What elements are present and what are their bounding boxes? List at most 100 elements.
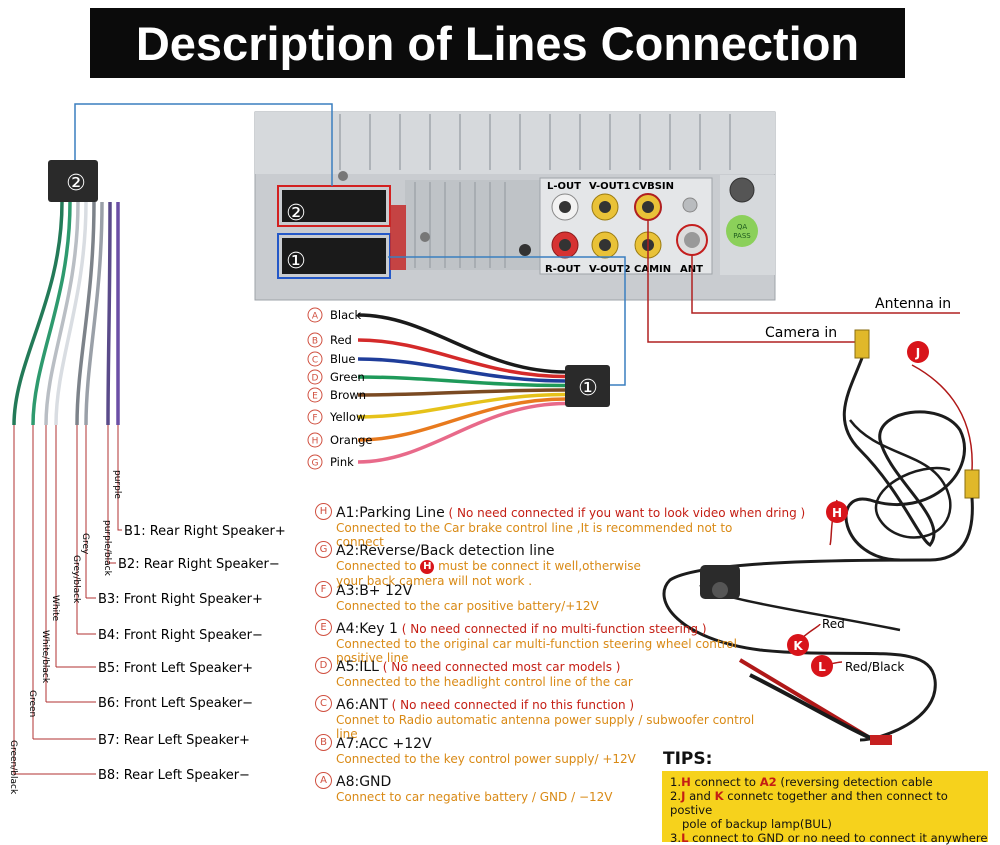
inline-marker-h: H xyxy=(420,559,435,574)
speaker-label: B6: Front Left Speaker− xyxy=(98,696,253,711)
pin-head: A3:B+ 12V xyxy=(336,583,413,599)
pin-note: ( No need connected if you want to look … xyxy=(444,506,806,520)
svg-text:B: B xyxy=(312,337,318,347)
redblack-label: Red/Black xyxy=(845,660,904,674)
legend-color-name: Green xyxy=(330,370,365,384)
speaker-label: B8: Rear Left Speaker− xyxy=(98,768,250,783)
pin-desc: Connected to the original car multi-func… xyxy=(336,637,737,665)
pin-desc: Connect to car negative battery / GND / … xyxy=(336,790,613,804)
port-label: CVBSIN xyxy=(632,181,674,192)
pin-desc: Connected to the Car brake control line … xyxy=(336,521,733,549)
pin-letter: A xyxy=(315,772,332,789)
marker-l: L xyxy=(811,655,833,677)
port-label: R-OUT xyxy=(545,264,580,275)
pin-desc: Connected to the car positive battery/+1… xyxy=(336,599,599,613)
pin-head: A6:ANT xyxy=(336,697,388,713)
svg-text:G: G xyxy=(312,459,319,469)
legend-letter: B xyxy=(307,332,323,348)
legend-color-name: Black xyxy=(330,308,361,322)
socket-2-label: ② xyxy=(286,201,306,226)
socket-1-label: ① xyxy=(286,249,306,274)
svg-text:A: A xyxy=(312,312,319,322)
harness-1-label: ① xyxy=(578,376,598,401)
speaker-label: B5: Front Left Speaker+ xyxy=(98,661,253,676)
harness-2-wire xyxy=(54,201,88,426)
wire-color-label: purple/black xyxy=(102,520,112,577)
speaker-label: B4: Front Right Speaker− xyxy=(98,628,263,643)
rca-vout1 xyxy=(591,193,619,221)
camera-cable xyxy=(662,329,980,745)
rca-vout2 xyxy=(591,231,619,259)
port-label: L-OUT xyxy=(547,181,581,192)
socket-2 xyxy=(282,190,386,222)
pin-head: A7:ACC +12V xyxy=(336,736,432,752)
pin-row: A5:ILL ( No need connected most car mode… xyxy=(336,656,633,689)
svg-text:J: J xyxy=(915,346,920,360)
legend-letter: E xyxy=(307,387,323,403)
pin-desc: Connet to Radio automatic antenna power … xyxy=(336,713,755,741)
svg-text:L: L xyxy=(818,660,826,674)
tip-2b: pole of backup lamp(BUL) xyxy=(682,817,832,831)
legend-color-name: Pink xyxy=(330,455,354,469)
pin-letter: F xyxy=(315,581,332,598)
rca-cvbsin xyxy=(634,193,662,221)
pin-head: A8:GND xyxy=(336,774,392,790)
pin-head: A1:Parking Line xyxy=(336,505,445,521)
legend-letter: F xyxy=(307,409,323,425)
harness-1-wire xyxy=(357,388,567,397)
pin-row: A6:ANT ( No need connected if no this fu… xyxy=(336,694,756,741)
qa-label-1: QA xyxy=(737,223,748,231)
legend-color-name: Brown xyxy=(330,388,366,402)
svg-text:E: E xyxy=(312,392,318,402)
harness-1-wire xyxy=(357,338,567,379)
qa-pass-sticker xyxy=(726,215,758,247)
speaker-label: B7: Rear Left Speaker+ xyxy=(98,733,250,748)
pin-note: ( No need connected most car models ) xyxy=(378,660,621,674)
pin-letter: C xyxy=(315,695,332,712)
marker-j: J xyxy=(907,341,929,363)
harness-1-wire xyxy=(357,357,567,383)
svg-text:D: D xyxy=(312,374,319,384)
svg-text:C: C xyxy=(312,356,318,366)
marker-h: H xyxy=(826,501,848,523)
tips-box: 1.H connect to A2 (reversing detection c… xyxy=(662,771,988,845)
stereo-back-panel: QA PASS L-OUT V-OUT1 CVBSIN R-OUT V-OUT2… xyxy=(254,111,776,301)
harness-1-wire xyxy=(357,392,567,419)
pin-note: ( No need connected if no this function … xyxy=(387,698,635,712)
antenna-in-label: Antenna in xyxy=(875,296,951,312)
qa-label-2: PASS xyxy=(733,232,751,240)
wire-color-label: Grey xyxy=(80,533,90,555)
legend-color-name: Yellow xyxy=(329,410,365,424)
rca-rout xyxy=(551,231,579,259)
legend-color-name: Orange xyxy=(330,433,373,447)
legend-color-name: Blue xyxy=(330,352,355,366)
red-label: Red xyxy=(822,617,845,631)
tip-3: 3.L connect to GND or no need to connect… xyxy=(670,831,988,845)
harness-2-wire xyxy=(75,201,96,426)
pin-letter: H xyxy=(315,503,332,520)
harness-1-wire xyxy=(357,401,567,464)
legend-letter: C xyxy=(307,351,323,367)
harness-1-wire xyxy=(357,375,567,388)
svg-text:H: H xyxy=(832,506,842,520)
tip-1: 1.H connect to A2 (reversing detection c… xyxy=(670,775,933,789)
wire-color-label: White xyxy=(50,595,60,622)
wire-color-label: White/black xyxy=(40,630,50,684)
pin-desc: Connected to H must be connect it well,o… xyxy=(336,559,641,588)
svg-text:K: K xyxy=(793,639,803,653)
wire-color-label: Grey/black xyxy=(71,555,81,604)
legend-letter: G xyxy=(307,454,323,470)
harness-2-wire xyxy=(44,201,80,426)
pin-head: A5:ILL xyxy=(336,659,379,675)
pin-row: A1:Parking Line ( No need connected if y… xyxy=(336,502,805,549)
antenna-line xyxy=(691,255,960,314)
wire-color-label: Green/black xyxy=(8,740,18,795)
pin-letter: D xyxy=(315,657,332,674)
marker-k: K xyxy=(787,634,809,656)
harness-2-label: ② xyxy=(66,171,86,196)
